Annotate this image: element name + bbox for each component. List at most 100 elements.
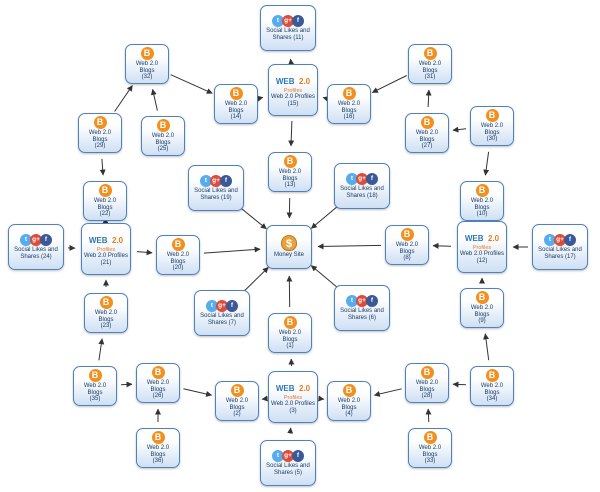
edge-arrow <box>371 75 407 93</box>
facebook-icon: f <box>366 294 378 307</box>
node-label: Web 2.0 Blogs <box>166 251 190 265</box>
node-label: Web 2.0 Blogs <box>224 100 248 114</box>
blogger-icon: B <box>283 315 297 329</box>
edge-arrow <box>288 120 295 147</box>
edge-arrow <box>310 265 338 288</box>
node-count: (25) <box>157 146 169 153</box>
facebook-icon: f <box>220 174 232 187</box>
node-label: Web 2.0 Blogs <box>146 444 170 458</box>
node-label: Social Likes and Shares (5) <box>266 462 310 476</box>
twitter-icon: t <box>20 233 32 246</box>
googleplus-icon: g+ <box>356 294 368 307</box>
blogger-icon: B <box>99 295 113 309</box>
node-label: Social Likes and Shares (11) <box>266 27 310 41</box>
node-label: Social Likes and Shares (17) <box>538 246 582 260</box>
node-count: (10) <box>476 211 488 218</box>
blogger-icon: B <box>230 383 244 397</box>
twitter-icon: t <box>200 174 212 187</box>
node-label: Web 2.0 Blogs <box>94 309 118 323</box>
node-label: Web 2.0 Blogs <box>146 379 170 393</box>
node-count: (31) <box>424 74 436 81</box>
edge-arrow <box>425 408 432 423</box>
node-count: (14) <box>230 114 242 121</box>
blogger-icon: B <box>485 368 499 382</box>
node-label: Web 2.0 Blogs <box>480 382 504 396</box>
facebook-icon: f <box>40 233 52 246</box>
node-label: Web 2.0 Blogs <box>395 241 419 255</box>
web20-logo-web: WEB <box>275 383 295 393</box>
node-label: Web 2.0 Blogs <box>480 122 504 136</box>
twitter-icon: t <box>346 172 358 185</box>
node-label: Web 2.0 Blogs <box>337 100 361 114</box>
node-count: (20) <box>172 265 184 272</box>
web20-logo-20: 2.0 <box>488 233 500 243</box>
edge-arrow <box>136 249 153 256</box>
edge-arrow <box>317 243 382 250</box>
web20-logo-profiles: Profiles <box>472 244 492 251</box>
node-count: (33) <box>424 458 436 465</box>
node-count: (13) <box>284 182 296 189</box>
node-count: (28) <box>421 393 433 400</box>
blogger-icon: B <box>229 86 243 100</box>
edge-arrow <box>183 388 213 397</box>
edge-arrow <box>240 207 267 230</box>
edge-arrow <box>98 338 105 361</box>
node-label: Web 2.0 Profiles (15) <box>271 94 315 108</box>
node-label: Web 2.0 Blogs <box>225 397 249 411</box>
blogger-icon: B <box>475 183 489 197</box>
node-label: Web 2.0 Blogs <box>135 60 159 74</box>
edge-arrow <box>452 381 467 388</box>
edge-arrow <box>170 74 213 94</box>
node-count: (23) <box>100 323 112 330</box>
web20-logo-profiles: Profiles <box>283 87 303 94</box>
node-label: Web 2.0 Blogs <box>151 132 175 146</box>
node-count: (35) <box>89 396 101 403</box>
node-label: Web 2.0 Blogs <box>415 129 439 143</box>
edge-arrow <box>244 267 269 291</box>
node-label: Social Likes and Shares (6) <box>340 307 384 321</box>
node-label: Web 2.0 Profiles (3) <box>271 401 315 415</box>
blogger-icon: B <box>88 368 102 382</box>
node-label: Web 2.0 Blogs <box>83 382 107 396</box>
node-count: (16) <box>343 114 355 121</box>
web20-logo-profiles: Profiles <box>283 394 303 401</box>
blogger-icon: B <box>283 154 297 168</box>
web20-logo-20: 2.0 <box>299 76 311 86</box>
facebook-icon: f <box>564 233 576 246</box>
node-label: Web 2.0 Blogs <box>415 379 439 393</box>
twitter-icon: t <box>272 449 284 462</box>
facebook-icon: f <box>366 172 378 185</box>
edge-arrow <box>310 206 338 229</box>
blogger-icon: B <box>342 86 356 100</box>
node-label: Social Likes and Shares (18) <box>340 185 384 199</box>
googleplus-icon: g+ <box>30 233 42 246</box>
money-bag-icon: $ <box>281 235 297 252</box>
blogger-icon: B <box>93 115 107 129</box>
blogger-icon: B <box>98 183 112 197</box>
edge-arrow <box>373 388 402 397</box>
